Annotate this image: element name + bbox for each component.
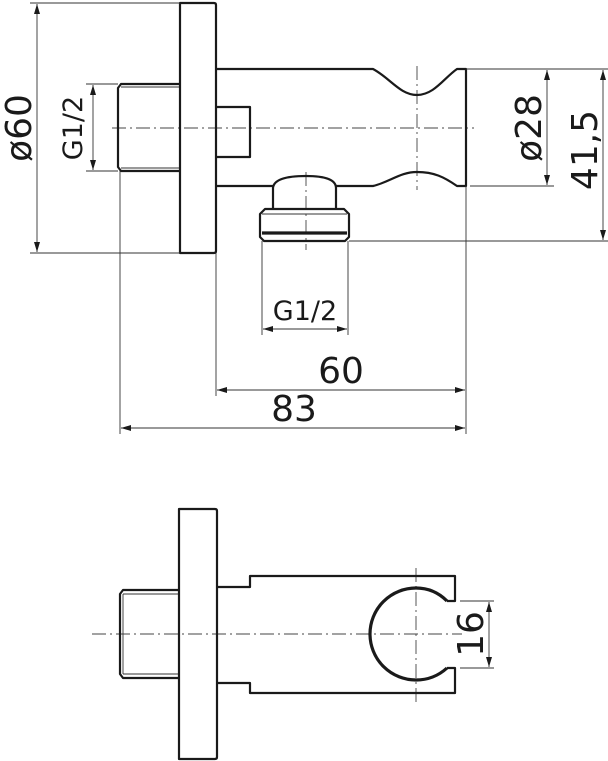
hose-clip — [368, 586, 449, 682]
dim-label-outlet-thread: G1/2 — [273, 296, 337, 327]
bottom-view: 16 — [92, 507, 494, 761]
dim-label-outlet-height: 41,5 — [565, 110, 606, 190]
dimension-body-length: 60 — [215, 186, 467, 434]
dim-label-inlet-thread: G1/2 — [58, 96, 89, 160]
dim-label-body-length: 60 — [318, 351, 364, 392]
holder-body-bottom — [217, 574, 457, 695]
dimension-flange-diameter: ø60 — [0, 2, 180, 254]
dimension-outlet-height: 41,5 — [349, 68, 608, 242]
inner-socket — [216, 105, 252, 159]
dimension-clip-opening: 16 — [451, 600, 494, 669]
dimension-outlet-thread: G1/2 — [261, 241, 349, 335]
dimension-total-length: 83 — [119, 171, 465, 434]
dim-label-flange-diameter: ø60 — [0, 94, 40, 162]
inlet-thread-bottom — [118, 588, 179, 680]
wall-flange-bottom — [177, 507, 219, 761]
dim-label-total-length: 83 — [271, 389, 317, 430]
holder-body — [216, 67, 468, 188]
outlet-connector — [258, 174, 351, 243]
top-view: ø60 G1/2 ø28 41,5 G1/2 — [0, 1, 608, 434]
dim-label-holder-diameter: ø28 — [509, 94, 550, 162]
inlet-thread — [116, 82, 180, 173]
dimension-holder-diameter: ø28 — [466, 68, 554, 187]
dim-label-clip-opening: 16 — [451, 611, 492, 657]
dimension-inlet-thread: G1/2 — [58, 83, 118, 172]
wall-flange — [178, 1, 218, 255]
